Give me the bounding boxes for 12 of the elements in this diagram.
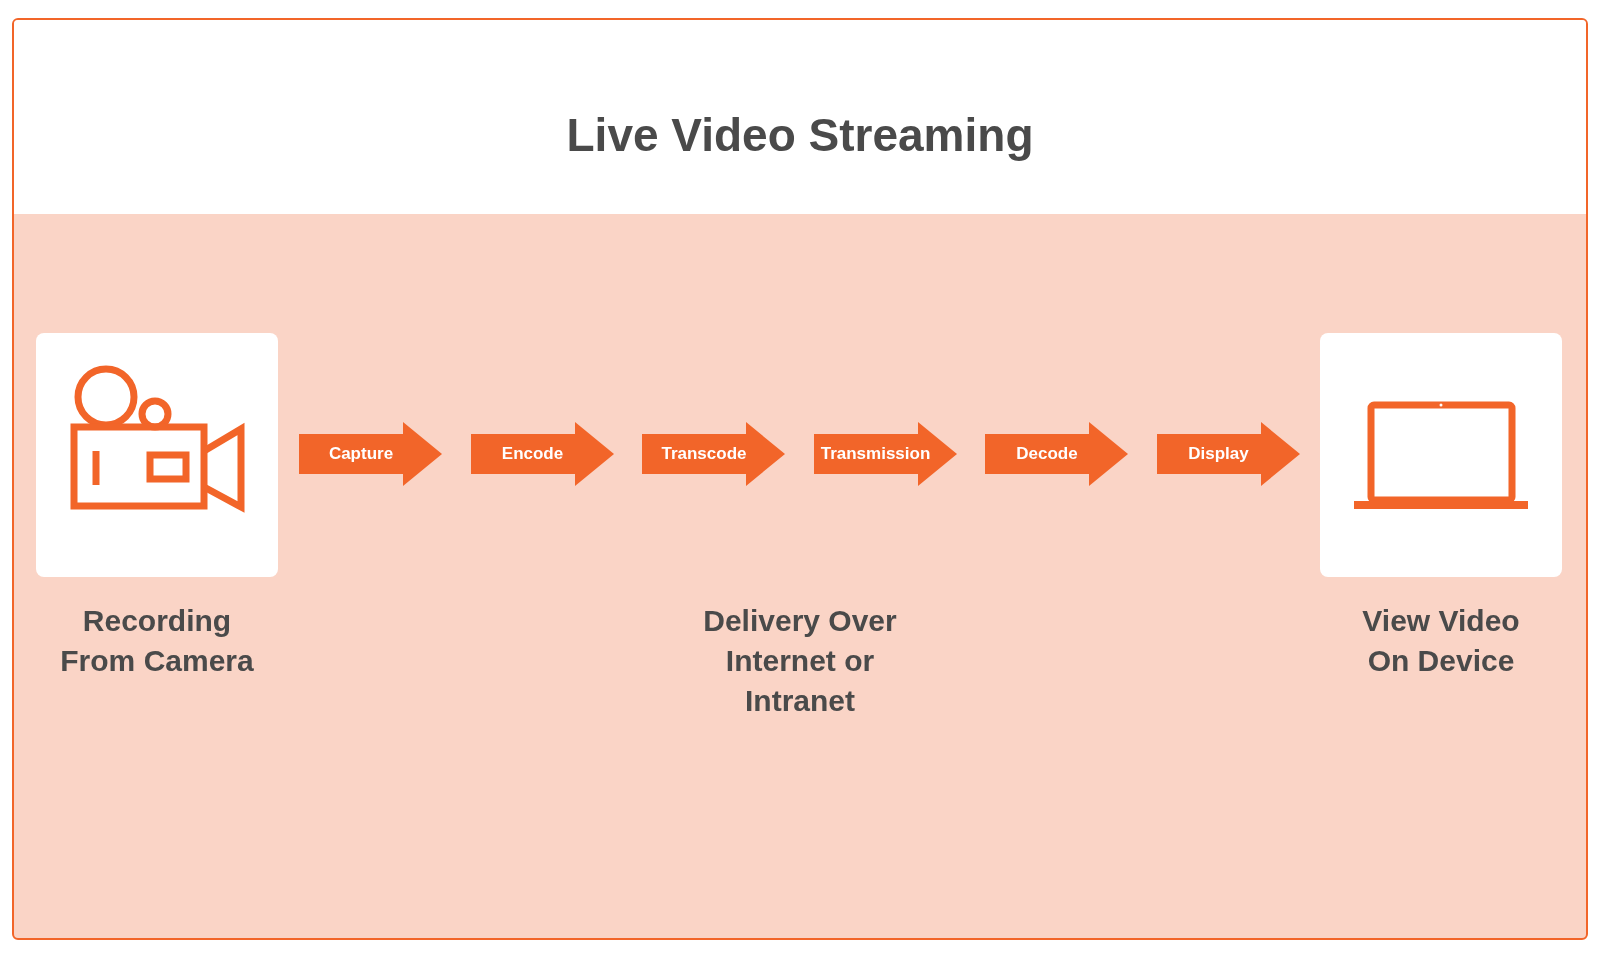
node-caption: View Video On Device	[1361, 603, 1521, 679]
node-caption: Recording From Camera	[59, 603, 255, 679]
icon-card	[1320, 333, 1562, 577]
stage-caption: Delivery Over Internet or Intranet	[702, 603, 898, 719]
process-step: Transmission	[813, 422, 957, 486]
process-step: Capture	[299, 422, 442, 486]
diagram-title: Live Video Streaming	[565, 108, 1035, 162]
process-step: Encode	[470, 422, 614, 486]
process-step: Display	[1156, 422, 1300, 486]
icon-card	[36, 333, 278, 577]
process-step: Transcode	[642, 422, 785, 486]
process-step: Decode	[985, 422, 1128, 486]
